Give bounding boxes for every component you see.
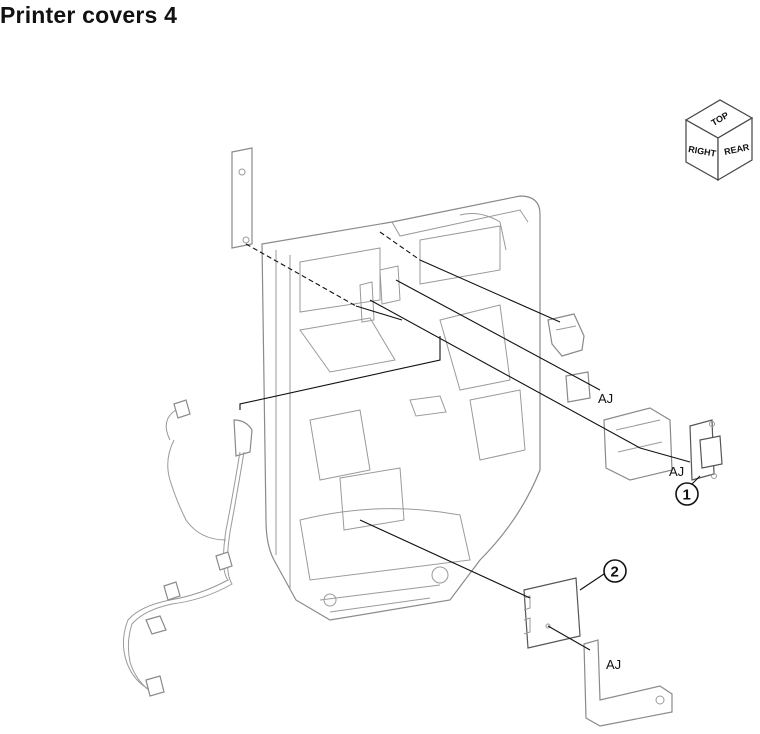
plate-upper [565,371,591,403]
top-left-bracket [231,147,253,249]
aj-label-1: AJ [598,391,613,406]
sensor-part-1 [689,419,723,481]
aj-label-3: AJ [606,657,621,672]
aj-label-2: AJ [669,464,684,479]
small-hinge-bracket [547,313,585,357]
circuit-board-part-2 [523,577,581,649]
lower-right-bracket [583,639,673,727]
callout-2: 2 [603,559,627,583]
cube-right-label: RIGHT [687,144,717,159]
wiring-harness [122,399,253,697]
page-title: Printer covers 4 [0,2,178,28]
rear-frame-housing [261,195,541,621]
sensor-mount-bracket [603,407,673,481]
leader-lines [239,231,701,651]
callout-2-label: 2 [611,564,619,581]
orientation-cube: TOP RIGHT REAR [684,99,754,182]
callout-1-label: 1 [683,487,691,504]
callout-1: 1 [675,482,699,506]
